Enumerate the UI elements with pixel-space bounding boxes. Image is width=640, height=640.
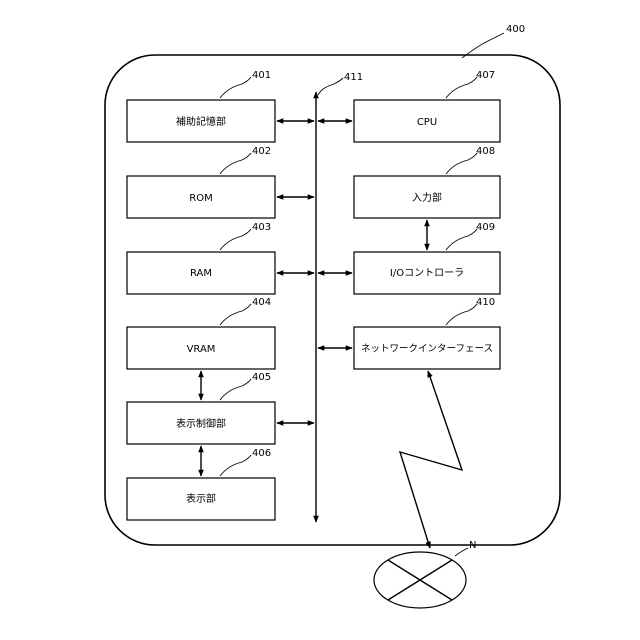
ref-label: 406: [252, 448, 271, 459]
network-icon: [374, 552, 466, 608]
ref-leader: [220, 379, 251, 400]
ref-label: 404: [252, 297, 271, 308]
ref-leader: [446, 304, 477, 325]
block-cpu: CPU 407: [354, 70, 500, 142]
ref-leader: [220, 229, 251, 250]
block-label: RAM: [190, 268, 212, 279]
ref-leader: [220, 455, 251, 476]
ref-leader: [446, 229, 477, 250]
bus-ref-label: 411: [344, 72, 363, 83]
network-link: [400, 371, 462, 548]
block-label: ROM: [189, 193, 212, 204]
ref-label: 410: [476, 297, 495, 308]
ref-leader: [446, 77, 477, 98]
ref-label: 408: [476, 146, 495, 157]
block-label: I/Oコントローラ: [390, 267, 464, 279]
block-ram: RAM 403: [127, 222, 275, 294]
block-label: ネットワークインターフェース: [361, 344, 493, 355]
block-label: VRAM: [187, 344, 216, 355]
block-input: 入力部 408: [354, 146, 500, 218]
block-network-interface: ネットワークインターフェース 410: [354, 297, 500, 369]
ref-label: 402: [252, 146, 271, 157]
ref-label: 405: [252, 372, 271, 383]
block-label: CPU: [417, 117, 437, 128]
network-ref-leader: [455, 548, 468, 556]
frame-ref-label: 400: [506, 24, 525, 35]
ref-leader: [220, 153, 251, 174]
block-rom: ROM 402: [127, 146, 275, 218]
network-ref-label: N: [469, 540, 476, 551]
ref-label: 401: [252, 70, 271, 81]
ref-label: 403: [252, 222, 271, 233]
bus-ref-leader: [318, 78, 343, 95]
ref-leader: [220, 304, 251, 325]
ref-label: 407: [476, 70, 495, 81]
ref-label: 409: [476, 222, 495, 233]
block-auxiliary-storage: 補助記憶部 401: [127, 70, 275, 142]
block-label: 入力部: [412, 191, 442, 204]
ref-leader: [220, 77, 251, 98]
block-label: 表示制御部: [176, 417, 226, 430]
block-label: 表示部: [186, 492, 216, 505]
block-label: 補助記憶部: [176, 115, 226, 128]
ref-leader: [446, 153, 477, 174]
block-vram: VRAM 404: [127, 297, 275, 369]
